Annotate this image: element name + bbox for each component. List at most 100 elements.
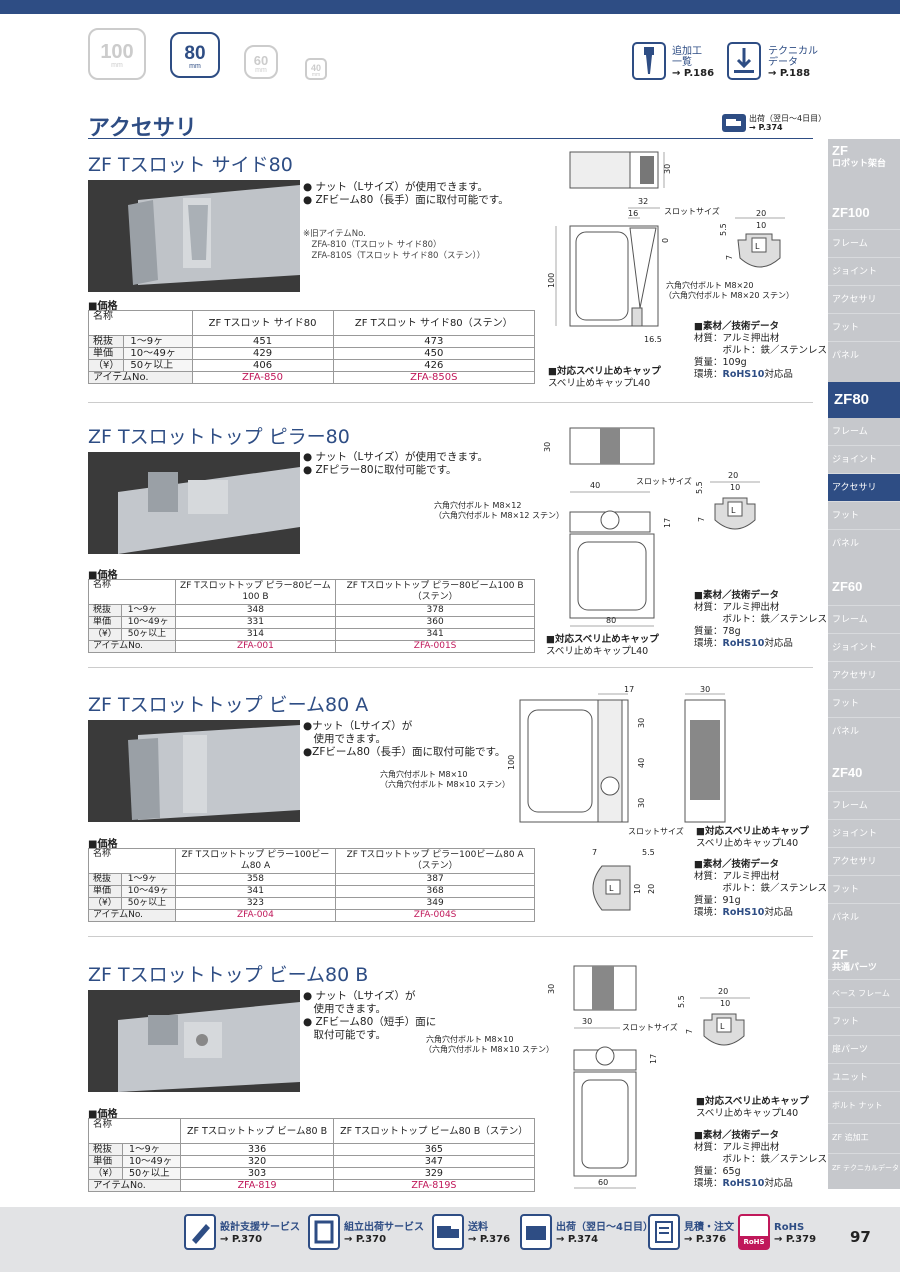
sidebar-item-foot[interactable]: フット: [828, 689, 900, 717]
footer-link-shipping[interactable]: 送料→ P.376: [468, 1222, 511, 1245]
svg-text:5.5: 5.5: [642, 848, 655, 857]
svg-text:7: 7: [592, 848, 597, 857]
product-bullets-2: ● ナット（Lサイズ）が使用できます。● ZFピラー80に取付可能です。: [303, 451, 488, 476]
footer-link-delivery[interactable]: 出荷（翌日〜4日目）→ P.374: [556, 1222, 653, 1245]
top-bar: [0, 0, 900, 14]
product-bullets-1: ● ナット（Lサイズ）が使用できます。● ZFビーム80（長手）面に取付可能です…: [303, 181, 509, 206]
quote-order-icon[interactable]: [648, 1214, 680, 1250]
item-code: ZFA-819S: [332, 1179, 536, 1192]
rohs-icon[interactable]: RoHS: [738, 1214, 770, 1250]
sidebar-item-technical[interactable]: ZF テクニカルデータ: [828, 1153, 900, 1181]
svg-text:L: L: [720, 1022, 725, 1031]
shipping-truck-icon[interactable]: [432, 1214, 464, 1250]
sidebar-group-zf40[interactable]: ZF40: [832, 765, 863, 780]
sidebar-item-joint[interactable]: ジョイント: [828, 445, 900, 473]
sidebar-item-panel[interactable]: パネル: [828, 529, 900, 557]
item-code: ZFA-850: [191, 371, 334, 384]
svg-text:六角穴付ボルト M8×20: 六角穴付ボルト M8×20: [666, 280, 753, 290]
svg-text:17: 17: [624, 685, 634, 694]
sidebar-item-frame[interactable]: フレーム: [828, 229, 900, 257]
sidebar-item-panel[interactable]: パネル: [828, 717, 900, 745]
sidebar-item-frame[interactable]: フレーム: [828, 791, 900, 819]
svg-text:六角穴付ボルト M8×10: 六角穴付ボルト M8×10: [426, 1034, 513, 1044]
sidebar-item-joint[interactable]: ジョイント: [828, 257, 900, 285]
assembly-service-icon[interactable]: [308, 1214, 340, 1250]
svg-text:100: 100: [507, 755, 516, 770]
product-title-2: ZF Tスロットトップ ピラー80: [88, 426, 350, 448]
svg-text:（六角穴付ボルト M8×10 ステン）: （六角穴付ボルト M8×10 ステン）: [380, 779, 510, 789]
svg-text:17: 17: [663, 518, 672, 528]
svg-text:40: 40: [637, 758, 646, 768]
price-label-4: ■価格: [88, 1109, 118, 1120]
sidebar-group-zf60[interactable]: ZF60: [832, 579, 863, 594]
svg-text:（六角穴付ボルト M8×20 ステン）: （六角穴付ボルト M8×20 ステン）: [664, 290, 794, 300]
sidebar-group-zf80-current[interactable]: ZF80: [828, 382, 900, 418]
sidebar-item-frame[interactable]: フレーム: [828, 605, 900, 633]
svg-text:10: 10: [633, 884, 642, 894]
svg-text:スロットサイズ: スロットサイズ: [622, 1022, 678, 1032]
svg-text:20: 20: [728, 471, 738, 480]
sidebar-item-joint[interactable]: ジョイント: [828, 633, 900, 661]
sidebar-group-zf100[interactable]: ZF100: [832, 205, 870, 220]
sidebar-item-accessory[interactable]: アクセサリ: [828, 847, 900, 875]
sidebar-item-panel[interactable]: パネル: [828, 903, 900, 931]
sidebar-item-foot[interactable]: フット: [828, 1007, 900, 1035]
product-rule: [88, 667, 813, 668]
product-rule: [88, 402, 813, 403]
sidebar-item-accessory[interactable]: アクセサリ: [828, 661, 900, 689]
footer-link-rohs[interactable]: RoHS→ P.379: [774, 1222, 817, 1245]
svg-text:100: 100: [547, 273, 556, 288]
svg-text:7: 7: [697, 517, 706, 522]
sidebar-item-frame[interactable]: フレーム: [828, 417, 900, 445]
delivery-icon[interactable]: [520, 1214, 552, 1250]
sidebar-item-unit[interactable]: ユニット: [828, 1063, 900, 1091]
sidebar-item-accessory[interactable]: アクセサリ: [828, 285, 900, 313]
price-label-3: ■価格: [88, 839, 118, 850]
truck-icon: [722, 114, 746, 132]
sidebar-item-foot[interactable]: フット: [828, 501, 900, 529]
product-photo-1: [88, 180, 300, 292]
sidebar-item-foot[interactable]: フット: [828, 875, 900, 903]
sidebar-item-accessory-current[interactable]: アクセサリ: [828, 473, 900, 501]
footer-link-quote-order[interactable]: 見積・注文→ P.376: [684, 1222, 734, 1245]
sidebar-item-base-frame[interactable]: ベース フレーム: [828, 979, 900, 1007]
product-title-3: ZF Tスロットトップ ビーム80 A: [88, 694, 369, 716]
technical-data-icon[interactable]: [727, 42, 761, 80]
drawing-2: 30 40 スロットサイズ 六角穴付ボルト M8×12（六角穴付ボルト M8×1…: [434, 427, 760, 627]
svg-text:10: 10: [756, 221, 766, 230]
section-title: アクセサリ: [88, 116, 197, 141]
nav-technical-data[interactable]: テクニカルデータ→ P.188: [768, 46, 818, 79]
sidebar-item-panel[interactable]: パネル: [828, 341, 900, 369]
svg-text:5.5: 5.5: [719, 223, 728, 236]
sidebar-item-processing[interactable]: ZF 追加工: [828, 1123, 900, 1151]
ship-badge[interactable]: 出荷（翌日〜4日目）→ P.374: [722, 114, 826, 133]
price-label-1: ■価格: [88, 301, 118, 312]
product-notes-1: ※旧アイテムNo. ZFA-810（Tスロット サイド80） ZFA-810S（…: [303, 229, 486, 261]
footer-link-assembly-service[interactable]: 組立出荷サービス→ P.370: [344, 1222, 424, 1245]
sidebar-item-joint[interactable]: ジョイント: [828, 819, 900, 847]
drill-icon[interactable]: [632, 42, 666, 80]
svg-text:六角穴付ボルト M8×12: 六角穴付ボルト M8×12: [434, 500, 521, 510]
svg-text:20: 20: [718, 987, 728, 996]
drawing-3: 17 100 30 40 30 六角穴付ボルト M8×10（六角穴付ボルト M8…: [380, 685, 726, 911]
sidebar-item-door-parts[interactable]: 扉パーツ: [828, 1035, 900, 1063]
nav-processing-list[interactable]: 追加工一覧→ P.186: [672, 46, 715, 79]
svg-text:17: 17: [649, 1054, 658, 1064]
sidebar-item-foot[interactable]: フット: [828, 313, 900, 341]
sidebar-item-bolt-nut[interactable]: ボルト ナット: [828, 1091, 900, 1119]
svg-text:（六角穴付ボルト M8×12 ステン）: （六角穴付ボルト M8×12 ステン）: [434, 510, 564, 520]
design-support-icon[interactable]: [184, 1214, 216, 1250]
product-photo-4: [88, 990, 300, 1092]
svg-text:5.5: 5.5: [677, 995, 686, 1008]
footer-link-design-support[interactable]: 設計支援サービス→ P.370: [220, 1222, 300, 1245]
section-rule: [88, 138, 813, 139]
product-bullets-4: ● ナット（Lサイズ）が 使用できます。● ZFビーム80（短手）面に 取付可能…: [303, 990, 437, 1041]
